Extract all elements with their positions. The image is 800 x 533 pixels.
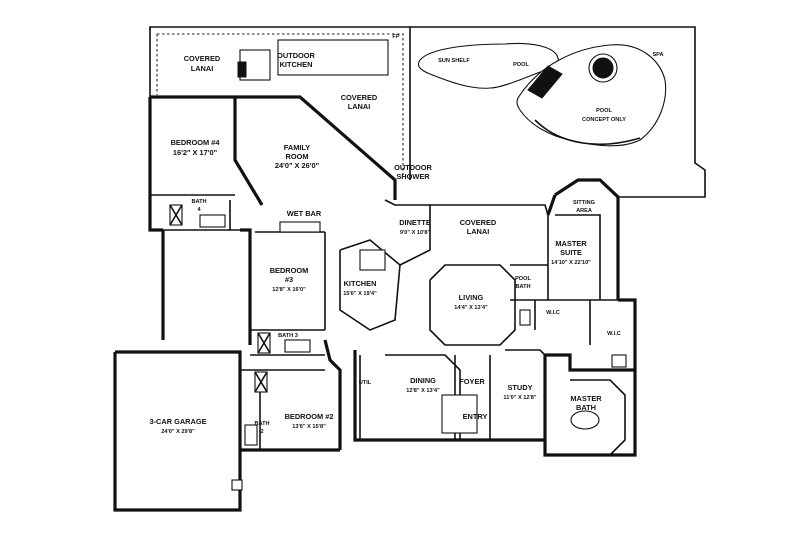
util-label: UTIL xyxy=(359,380,372,386)
bath2-label: BATH xyxy=(254,421,269,427)
sitting-area-label: SITTING xyxy=(573,200,595,206)
living-dims: 14'4" X 13'4" xyxy=(454,305,488,311)
sun-shelf-label: SUN SHELF xyxy=(438,58,470,64)
kitchen-label: KITCHEN xyxy=(344,279,377,288)
family-room-label: FAMILY xyxy=(284,143,310,152)
master-suite-label-2: SUITE xyxy=(560,248,582,257)
pool-bath-label-2: BATH xyxy=(515,284,530,290)
pool-shape xyxy=(417,42,667,147)
lanai-outline xyxy=(149,26,411,180)
covered-lanai-mid-label-2: LANAI xyxy=(348,102,371,111)
pool-upper-label: POOL xyxy=(513,62,529,68)
family-room-label-2: ROOM xyxy=(286,152,309,161)
dinette-dims: 9'0" X 10'8" xyxy=(400,230,431,236)
bath4-label: BATH xyxy=(191,199,206,205)
bedroom3-dims: 12'8" X 16'0" xyxy=(272,287,306,293)
bath4-label-2: 4 xyxy=(197,207,201,213)
family-room-dims: 24'0" X 26'0" xyxy=(275,161,320,170)
bedroom2-label: BEDROOM #2 xyxy=(285,412,334,421)
bath2-label-2: 2 xyxy=(260,429,263,435)
foyer-label: FOYER xyxy=(459,377,485,386)
dinette-label: DINETTE xyxy=(399,218,431,227)
garage-dims: 24'0" X 29'8" xyxy=(161,429,195,435)
outdoor-shower-label: OUTDOOR xyxy=(394,163,432,172)
bedroom2-dims: 13'6" X 15'8" xyxy=(292,424,326,430)
sitting-area-label-2: AREA xyxy=(576,208,592,214)
covered-lanai-left-label-2: LANAI xyxy=(191,64,214,73)
master-bath-label-2: BATH xyxy=(576,403,596,412)
bedroom4-label: BEDROOM #4 xyxy=(171,138,221,147)
wic-right-label: W.I.C xyxy=(607,331,621,337)
master-suite-label: MASTER xyxy=(555,239,587,248)
pool-deck xyxy=(410,26,706,198)
master-suite-dims: 14'10" X 22'10" xyxy=(551,260,591,266)
study-dims: 11'0" X 12'8" xyxy=(503,395,537,401)
outdoor-kitchen-label: OUTDOOR xyxy=(277,51,315,60)
fp-label: FP xyxy=(392,34,399,40)
living-label: LIVING xyxy=(459,293,484,302)
wet-bar-label: WET BAR xyxy=(287,209,322,218)
pool-concept-label-2: CONCEPT ONLY xyxy=(582,117,626,123)
bedroom4-dims: 16'2" X 17'0" xyxy=(173,148,218,157)
pool-bath-label: POOL xyxy=(515,276,531,282)
fixtures xyxy=(169,39,627,491)
covered-lanai-right-label-2: LANAI xyxy=(467,227,490,236)
exterior-walls xyxy=(113,95,637,512)
study-label: STUDY xyxy=(507,383,532,392)
dining-label: DINING xyxy=(410,376,436,385)
garage-label: 3-CAR GARAGE xyxy=(149,417,206,426)
dining-dims: 12'8" X 13'4" xyxy=(406,388,440,394)
interior-walls xyxy=(150,194,635,456)
bedroom3-label-2: #3 xyxy=(285,275,293,284)
master-bath-label: MASTER xyxy=(570,394,602,403)
bath3-label: BATH 3 xyxy=(278,333,298,339)
kitchen-dims: 15'6" X 19'4" xyxy=(343,291,377,297)
bedroom3-label: BEDROOM xyxy=(270,266,309,275)
covered-lanai-left-label: COVERED xyxy=(184,54,221,63)
wic-left-label: W.I.C xyxy=(546,310,560,316)
covered-lanai-mid-label: COVERED xyxy=(341,93,378,102)
outdoor-kitchen-label-2: KITCHEN xyxy=(280,60,313,69)
outdoor-shower-label-2: SHOWER xyxy=(396,172,430,181)
covered-lanai-right-label: COVERED xyxy=(460,218,497,227)
entry-label: ENTRY xyxy=(463,412,488,421)
spa-label: SPA xyxy=(652,52,663,58)
pool-concept-label: POOL xyxy=(596,108,612,114)
